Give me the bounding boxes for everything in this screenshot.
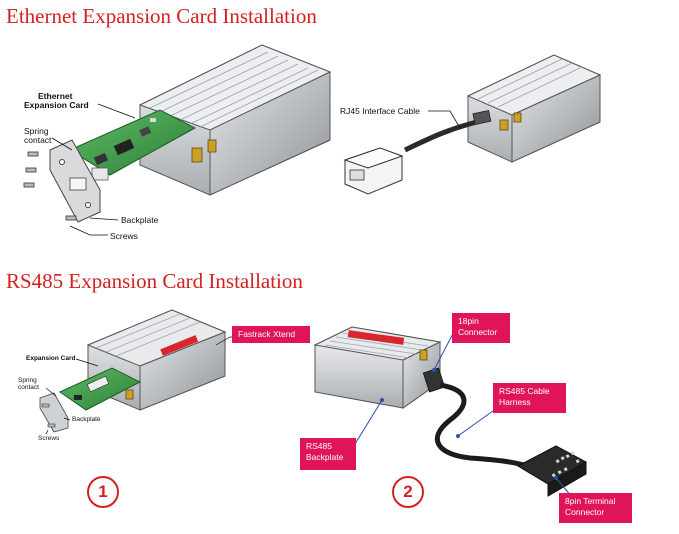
ethernet-modem-rj45 — [343, 54, 602, 195]
step-1-circle: 1 — [87, 476, 119, 508]
ethernet-card-label-line1: Ethernet — [38, 91, 73, 101]
rs485-section-title: RS485 Expansion Card Installation — [6, 269, 303, 293]
rs485-modem-exploded — [39, 309, 234, 435]
pin18-connector-callout: 18pin Connector — [452, 313, 510, 343]
rs485-backplate-callout: RS485 Backplate — [300, 438, 356, 470]
rs485-spring-label-line1: Spring — [18, 377, 37, 384]
pin8-line2: Connector — [565, 507, 605, 517]
rs485-harness-callout: RS485 Cable Harness — [493, 383, 566, 413]
ethernet-spring-label-line1: Spring — [24, 126, 49, 136]
harness-line1: RS485 Cable — [499, 386, 550, 396]
harness-line2: Harness — [499, 397, 531, 407]
step-2-circle: 2 — [392, 476, 424, 508]
rj45-cable-label: RJ45 Interface Cable — [340, 106, 420, 116]
ethernet-section-title: Ethernet Expansion Card Installation — [6, 4, 317, 28]
fastrack-xtend-callout: Fastrack Xtend — [232, 326, 310, 343]
ethernet-backplate-label: Backplate — [121, 215, 159, 225]
pin8-line1: 8pin Terminal — [565, 496, 616, 506]
ethernet-screws-label: Screws — [110, 231, 138, 241]
rs485bp-line2: Backplate — [306, 452, 344, 462]
ethernet-spring-label-line2: contact — [24, 135, 52, 145]
rs485-card-label: Expansion Card — [26, 355, 76, 362]
rs485-spring-label-line2: contact — [18, 384, 39, 391]
rs485-screws-label: Screws — [38, 435, 60, 442]
rs485-modem-installed — [313, 323, 588, 498]
fastrack-xtend-text: Fastrack Xtend — [238, 329, 296, 339]
rs485-backplate-label: Backplate — [72, 416, 101, 423]
pin18-line2: Connector — [458, 327, 498, 337]
pin18-line1: 18pin — [458, 316, 479, 326]
ethernet-modem-exploded — [23, 44, 332, 236]
ethernet-card-label-line2: Expansion Card — [24, 100, 89, 110]
pin8-terminal-callout: 8pin Terminal Connector — [559, 493, 632, 523]
rs485bp-line1: RS485 — [306, 441, 332, 451]
